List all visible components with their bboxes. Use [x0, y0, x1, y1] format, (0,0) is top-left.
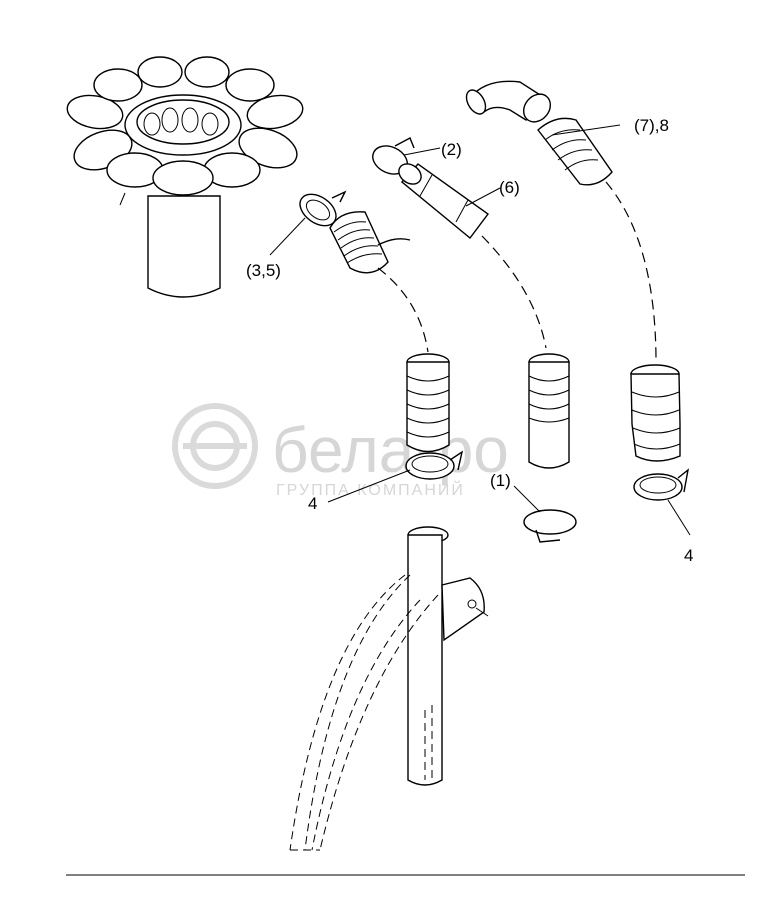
tube-6: [398, 163, 489, 240]
clamp-4-left: [405, 450, 464, 480]
clamp-4-right: [633, 468, 690, 501]
leader-middle: [481, 235, 547, 349]
watermark-logo-icon: [172, 403, 258, 489]
clip-1: [523, 509, 577, 543]
label-part-2: (2): [441, 140, 462, 159]
label-leaders: [269, 124, 691, 536]
label-part-1: (1): [490, 471, 511, 490]
label-part-4-left: 4: [308, 494, 317, 513]
leader-right: [605, 181, 657, 359]
leader-left: [377, 267, 429, 353]
coulter: [289, 526, 489, 851]
label-part-4-right: 4: [684, 546, 693, 565]
watermark: белагро ГРУППА КОМПАНИЙ: [172, 403, 509, 499]
distributor-head: [66, 56, 304, 298]
corrugated-hose-upper: [329, 211, 411, 274]
hose-lower-middle: [528, 353, 570, 469]
watermark-subtitle: ГРУППА КОМПАНИЙ: [276, 480, 465, 499]
hose-7-8-upper: [537, 117, 613, 186]
label-part-6: (6): [499, 178, 520, 197]
hose-lower-right: [630, 364, 681, 462]
label-part-7-8: (7),8: [634, 116, 669, 135]
watermark-brand: белагро: [272, 414, 509, 486]
elbow: [465, 80, 552, 123]
hose-lower-left: [406, 353, 450, 453]
label-part-3-5: (3,5): [246, 261, 281, 280]
